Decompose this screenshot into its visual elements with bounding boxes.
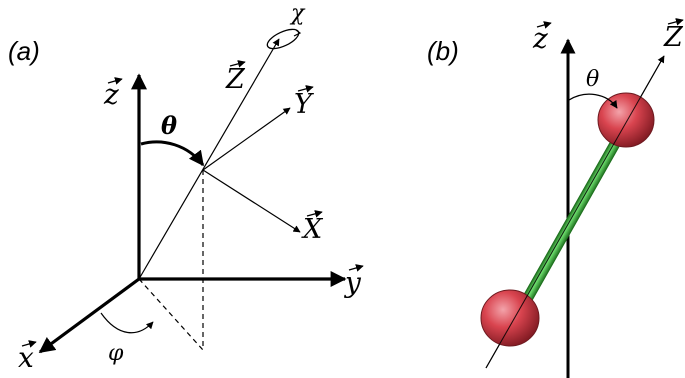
svg-text:z: z [532,22,548,55]
z-axis-label: z [103,77,123,111]
body-x-label: X [301,210,324,245]
x-axis [38,277,140,354]
b-axis-overlay [485,55,665,369]
phi-arc [100,312,154,334]
svg-text:Y: Y [294,89,314,120]
theta-arc [140,140,205,167]
body-z-label: Z [225,60,246,95]
phi-label: φ [108,341,124,366]
panel-a-label: (a) [8,36,40,66]
x-axis-label: x [18,340,37,374]
body-x-axis [202,169,301,233]
chi-rotation-icon [266,28,302,50]
b-z-axis-label: z [532,21,552,55]
panel-b-label: (b) [427,36,459,66]
theta-label: θ [161,111,177,140]
projection-horizontal [138,278,204,351]
svg-text:z: z [103,78,119,111]
body-y-label: Y [294,85,314,120]
panel-a: (a) z y x Z Y [8,1,364,374]
svg-text:X: X [301,214,324,245]
panel-b: (b) z Z θ [427,18,684,378]
body-y-axis [202,107,291,171]
chi-label: χ [289,1,306,26]
svg-text:Z: Z [225,64,246,95]
b-body-z-label: Z [663,18,684,53]
b-theta-label: θ [586,67,599,92]
svg-text:x: x [18,341,34,374]
b-theta-arc [568,93,618,109]
y-axis-label: y [343,264,364,299]
svg-text:Z: Z [663,22,684,53]
svg-text:y: y [343,266,362,299]
atom-top [597,92,655,148]
body-z-axis [138,38,280,280]
atom-bottom [480,289,540,347]
